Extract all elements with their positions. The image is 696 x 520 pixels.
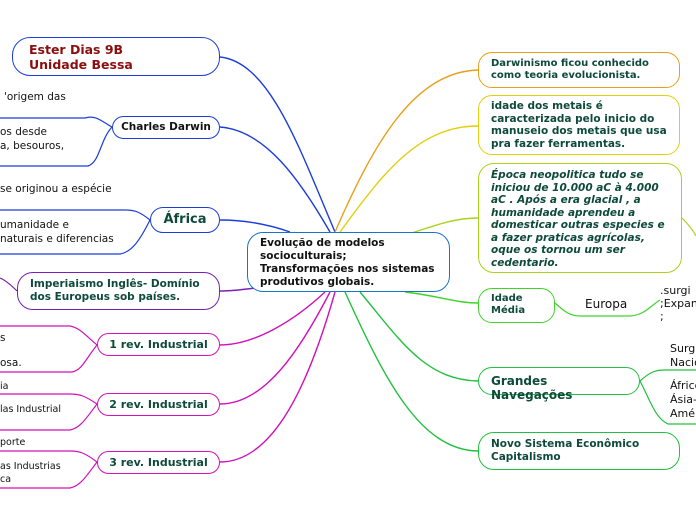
detail-link-rev1-1 <box>0 325 98 346</box>
node-rev1[interactable]: 1 rev. Industrial <box>97 333 220 356</box>
subtopic-europa[interactable]: Europa <box>585 297 628 311</box>
node-ester[interactable]: Ester Dias 9B Unidade Bessa <box>12 37 220 76</box>
link-navegacoes <box>359 291 479 382</box>
link-ester <box>219 56 336 233</box>
node-charles-darwin[interactable]: Charles Darwin <box>112 116 220 139</box>
detail-link-darwin-1 <box>0 116 113 128</box>
link-capitalismo <box>344 291 479 452</box>
detail-link-africa-1 <box>0 209 151 221</box>
detail-darwin-2: os desde a, besouros, <box>0 126 65 152</box>
detail-rev1-2: osa. <box>0 357 22 369</box>
detail-rev2-1: ia <box>0 381 9 392</box>
detail-darwin-1: 'origem das <box>4 91 66 103</box>
link-imperialismo <box>219 287 256 292</box>
link-media <box>404 291 479 304</box>
detail-link-neolitica <box>681 217 696 237</box>
node-rev2[interactable]: 2 rev. Industrial <box>97 393 220 416</box>
detail-link-africa-2 <box>0 219 151 255</box>
detail-link-nav-2 <box>639 380 696 425</box>
central-topic[interactable]: Evolução de modelos socioculturais; Tran… <box>247 232 450 292</box>
node-darwinismo[interactable]: Darwinismo ficou conhecido como teoria e… <box>478 52 680 88</box>
node-epoca-neolitica[interactable]: Época neopolitica tudo se iniciou de 10.… <box>478 163 682 273</box>
detail-africa-1: se originou a espécie <box>0 183 112 195</box>
detail-nav-1: Surgi Nacio <box>670 342 696 369</box>
link-darwinismo <box>334 69 479 233</box>
node-idade-metais[interactable]: idade dos metais é caracterizada pelo in… <box>478 95 680 155</box>
detail-nav-2: Áfrico Ásia- Amér <box>670 379 696 420</box>
detail-media-1: .surgi ;Expan ; <box>660 284 696 323</box>
detail-link-rev3-1 <box>0 450 98 463</box>
detail-rev3-2: as Industrias ca <box>0 461 61 485</box>
detail-africa-2: umanidade e naturais e diferencias <box>0 219 114 245</box>
link-africa <box>219 219 291 233</box>
node-africa[interactable]: África <box>150 207 220 233</box>
detail-link-rev2-2 <box>0 403 98 431</box>
link-rev3 <box>219 291 336 463</box>
node-idade-media[interactable]: Idade Média <box>478 288 555 323</box>
detail-link-media-1 <box>554 302 630 317</box>
link-metais <box>339 125 479 233</box>
link-rev2 <box>219 291 331 405</box>
link-darwin <box>219 126 331 233</box>
detail-rev3-1: porte <box>0 437 26 448</box>
node-rev3[interactable]: 3 rev. Industrial <box>97 451 220 474</box>
detail-rev2-2: las Industrial <box>0 404 61 415</box>
link-rev1 <box>219 291 326 346</box>
detail-link-imperialismo <box>0 277 18 292</box>
node-capitalismo[interactable]: Novo Sistema Econômico Capitalismo <box>478 432 680 470</box>
detail-link-rev2-1 <box>0 393 98 405</box>
detail-link-media-2 <box>629 299 661 317</box>
detail-link-rev1-2 <box>0 344 98 373</box>
node-imperialismo[interactable]: Imperiaismo Inglês- Domínio dos Europeus… <box>17 272 220 310</box>
detail-link-darwin-2 <box>0 126 113 167</box>
detail-rev1-1: s <box>0 332 6 344</box>
detail-link-rev3-2 <box>0 461 98 489</box>
detail-link-nav-1 <box>639 369 696 382</box>
node-grandes-navegacoes[interactable]: Grandes Navegações <box>478 367 640 402</box>
